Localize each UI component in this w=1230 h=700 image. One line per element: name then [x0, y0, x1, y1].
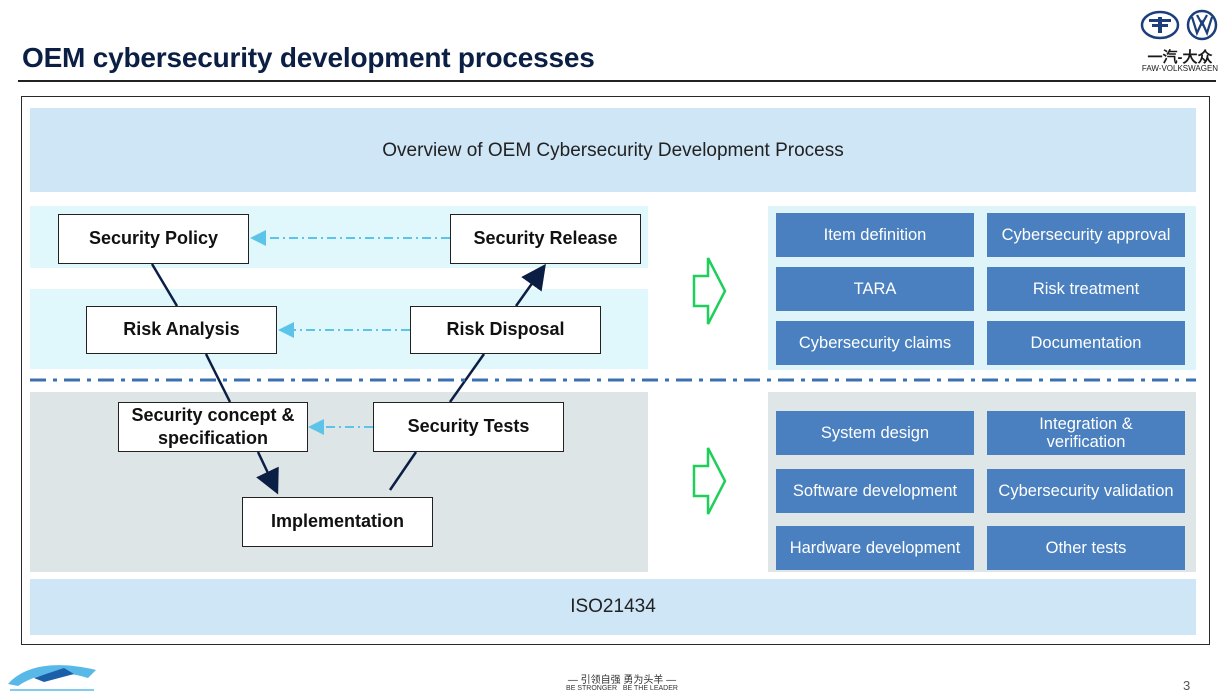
tile-tara: TARA: [776, 267, 974, 311]
tests-to-disposal-line: [448, 353, 486, 403]
tile-risk-treatment: Risk treatment: [987, 267, 1185, 311]
risk-analysis-box: Risk Analysis: [86, 306, 277, 354]
tile-item-definition: Item definition: [776, 213, 974, 257]
overview-title: Overview of OEM Cybersecurity Developmen…: [382, 140, 844, 161]
brand-name-en: FAW-VOLKSWAGEN: [1141, 64, 1219, 73]
upper-green-arrow-icon: [692, 257, 727, 325]
footer-slogan-cn: — 引领自强 勇为头羊 —: [560, 671, 684, 686]
diagram-frame: [21, 96, 1210, 645]
standard-label: ISO21434: [570, 596, 656, 617]
concept-to-implementation-arrow: [256, 451, 279, 495]
footer-slogan-cn-text: 引领自强 勇为头羊: [580, 675, 664, 686]
footer-slogan-dash-right: —: [666, 675, 677, 686]
lower-green-arrow-icon: [692, 447, 727, 515]
policy-to-analysis-line: [150, 263, 179, 307]
tile-system-design: System design: [776, 411, 974, 455]
analysis-to-concept-line: [204, 353, 232, 403]
faw-emblem-icon: [1140, 10, 1180, 40]
title-rule: [18, 80, 1216, 82]
tile-integration-verification: Integration & verification: [987, 411, 1185, 455]
disposal-to-release-arrow: [514, 263, 546, 307]
security-release-box: Security Release: [450, 214, 641, 264]
security-concept-box: Security concept & specification: [118, 402, 308, 452]
overview-band: [30, 108, 1196, 192]
risk-disposal-box: Risk Disposal: [410, 306, 601, 354]
page-number: 3: [1183, 678, 1191, 693]
vw-emblem-icon: [1186, 9, 1218, 41]
page-title: OEM cybersecurity development processes: [22, 42, 595, 73]
tile-other-tests: Other tests: [987, 526, 1185, 570]
tile-cybersecurity-claims: Cybersecurity claims: [776, 321, 974, 365]
brand-name-cn: 一汽-大众: [1147, 49, 1213, 66]
tile-software-development: Software development: [776, 469, 974, 513]
footer-slogan-dash-left: —: [567, 675, 578, 686]
security-policy-box: Security Policy: [58, 214, 249, 264]
faw-vw-logo: 一汽-大众 FAW-VOLKSWAGEN: [1138, 8, 1222, 74]
tile-cybersecurity-approval: Cybersecurity approval: [987, 213, 1185, 257]
tile-hardware-development: Hardware development: [776, 526, 974, 570]
footer-car-logo-icon: [8, 665, 96, 691]
implementation-to-tests-line: [388, 451, 418, 491]
tile-documentation: Documentation: [987, 321, 1185, 365]
tile-cybersecurity-validation: Cybersecurity validation: [987, 469, 1185, 513]
standard-band: [30, 579, 1196, 635]
security-tests-box: Security Tests: [373, 402, 564, 452]
footer-slogan-en: BE STRONGER BE THE LEADER: [566, 685, 678, 692]
implementation-box: Implementation: [242, 497, 433, 547]
